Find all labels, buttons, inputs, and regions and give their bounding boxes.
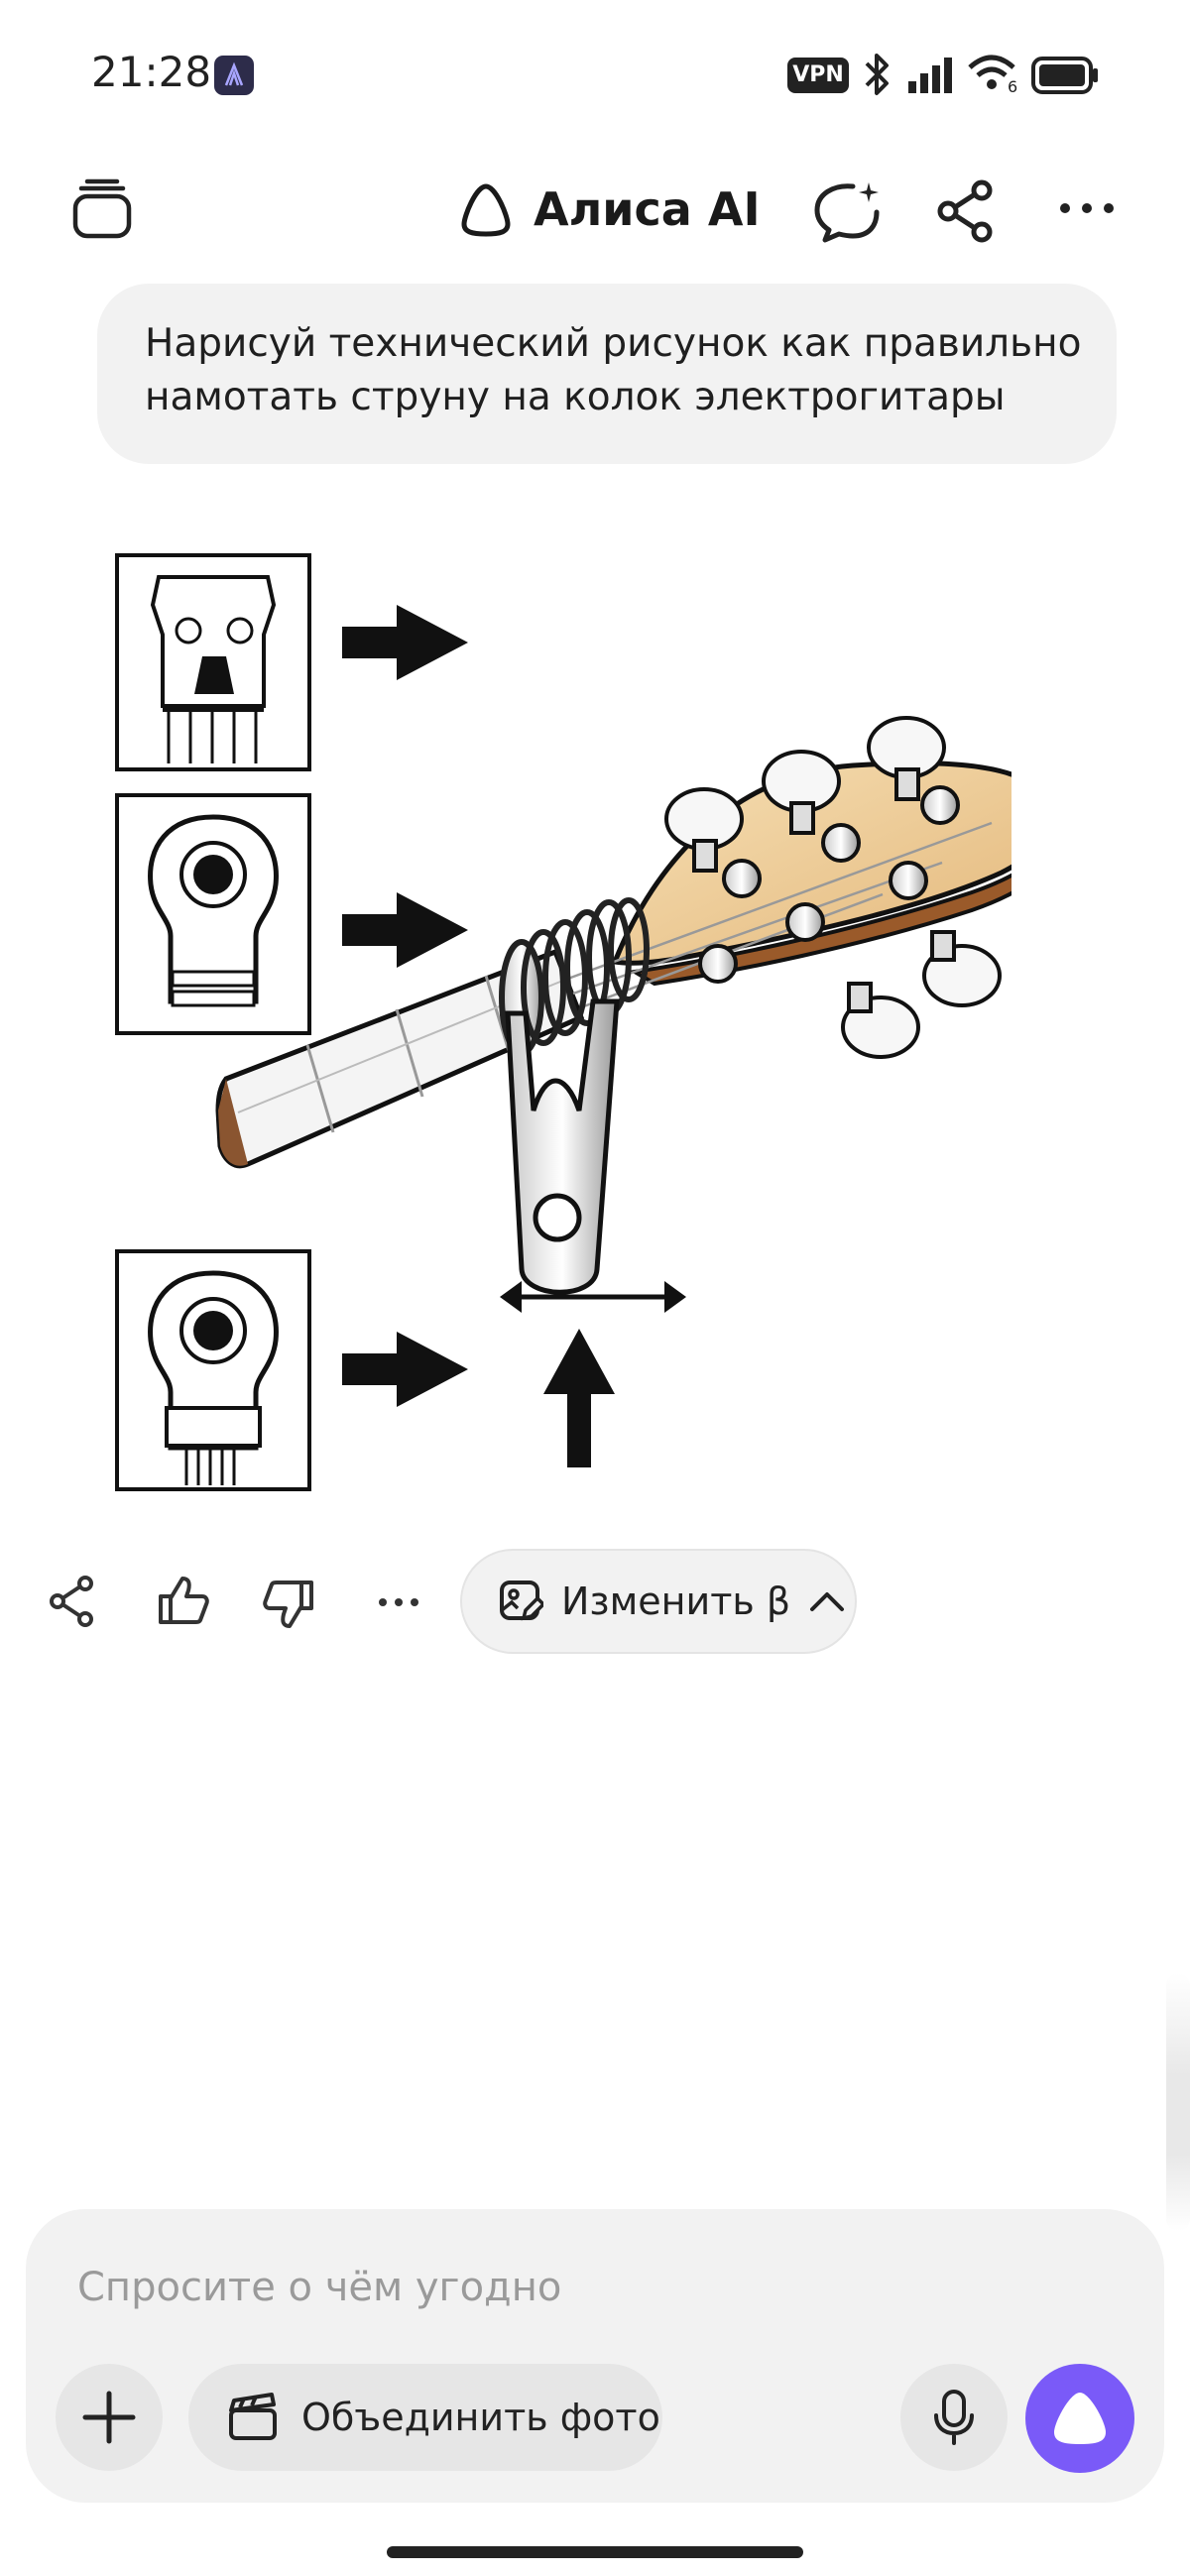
- home-indicator[interactable]: [387, 2546, 803, 2558]
- edit-image-button[interactable]: Изменить β: [460, 1549, 857, 1654]
- thumbs-up-icon[interactable]: [155, 1573, 210, 1632]
- header-title-label: Алиса AI: [534, 182, 761, 236]
- bluetooth-icon: [859, 52, 894, 101]
- alice-icon: [1054, 2393, 1106, 2444]
- image-edit-icon: [500, 1581, 543, 1621]
- battery-icon: [1031, 56, 1101, 99]
- alice-logo-icon: [461, 183, 511, 237]
- thumbs-down-icon[interactable]: [262, 1577, 317, 1636]
- add-attachment-button[interactable]: [56, 2364, 163, 2471]
- generated-image[interactable]: [99, 535, 1053, 1507]
- header-title[interactable]: Алиса AI: [458, 175, 761, 244]
- microphone-icon: [934, 2390, 974, 2445]
- voice-input-button[interactable]: [900, 2364, 1008, 2471]
- clapperboard-icon: [229, 2393, 277, 2440]
- chats-list-icon[interactable]: [67, 175, 137, 248]
- user-message-text: Нарисуй технический рисунок как правильн…: [145, 321, 1082, 419]
- message-input[interactable]: [77, 2253, 970, 2322]
- guitar-headstock-diagram: [115, 553, 1053, 1491]
- signal-icon: [906, 56, 956, 99]
- more-icon[interactable]: [1057, 198, 1117, 222]
- wifi-icon: [966, 52, 1023, 101]
- scroll-indicator[interactable]: [1166, 1973, 1190, 2231]
- plus-icon: [82, 2391, 136, 2444]
- merge-photos-button[interactable]: Объединить фото: [188, 2364, 662, 2471]
- app-notification-icon: [214, 56, 254, 95]
- vpn-badge: VPN: [787, 58, 849, 93]
- chevron-up-icon: [810, 1592, 845, 1611]
- share-response-icon[interactable]: [48, 1575, 97, 1632]
- user-message-bubble: [97, 284, 1117, 464]
- new-chat-icon[interactable]: [809, 176, 885, 250]
- response-more-icon[interactable]: [377, 1594, 420, 1613]
- merge-photos-label: Объединить фото: [301, 2396, 660, 2439]
- network-badge: 6: [1008, 77, 1018, 96]
- status-time: 21:28: [91, 48, 212, 96]
- share-icon[interactable]: [934, 178, 998, 248]
- edit-image-label: Изменить β: [561, 1580, 791, 1623]
- alice-assistant-button[interactable]: [1025, 2364, 1134, 2473]
